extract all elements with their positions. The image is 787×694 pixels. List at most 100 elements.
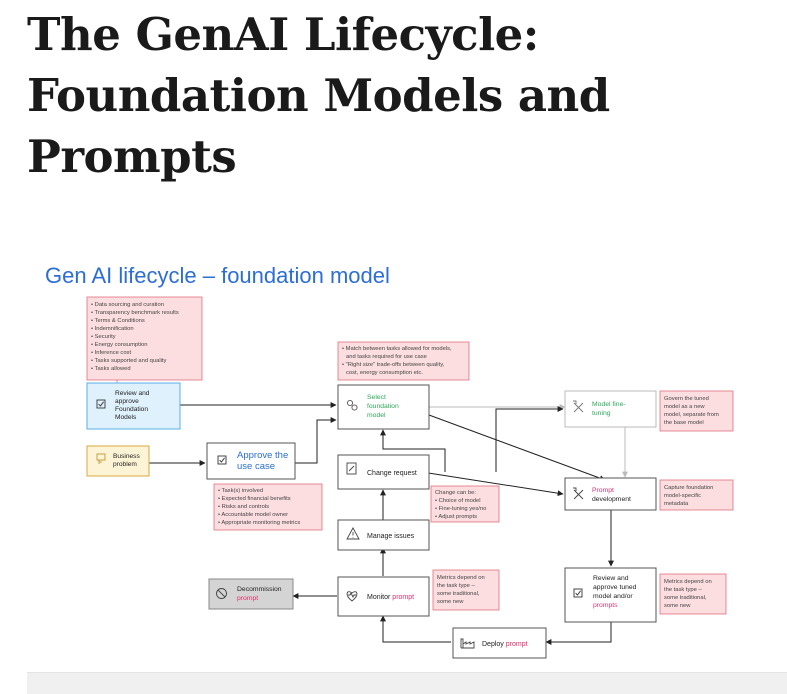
note-use-case-criteria: • Task(s) involved • Expected financial … — [213, 483, 323, 531]
svg-text:• Accountable model owner: • Accountable model owner — [218, 512, 288, 518]
node-review-foundation-models: Review and approve Foundation Models — [86, 382, 181, 430]
note-line: Metrics depend on — [664, 579, 712, 585]
note-item: Tasks allowed — [95, 366, 131, 372]
note-item: and tasks required for use case — [346, 354, 427, 360]
node-label: problem — [113, 461, 137, 468]
genai-lifecycle-diagram: Gen AI lifecycle – foundation model • Da… — [45, 263, 734, 659]
note-line: model, separate from — [664, 412, 719, 418]
note-item: Terms & Conditions — [95, 318, 145, 324]
node-label: Foundation — [115, 406, 148, 413]
node-label: Monitor — [367, 594, 391, 601]
node-label: Manage issues — [367, 533, 415, 540]
note-line: Capture foundation — [664, 485, 713, 491]
note-line: some new — [437, 599, 464, 605]
note-capture-metadata: Capture foundation model-specific metada… — [659, 479, 734, 511]
svg-text:• Terms & Conditions: • Terms & Conditions — [91, 318, 145, 324]
svg-text:• Fine-tuning yes/no: • Fine-tuning yes/no — [435, 506, 486, 512]
note-item: cost, energy consumption etc. — [346, 370, 423, 376]
node-label: Review and — [593, 575, 629, 582]
link-icon — [346, 399, 358, 411]
svg-text:• Expected financial benefits: • Expected financial benefits — [218, 496, 291, 502]
page-title: The GenAI Lifecycle: Foundation Models a… — [27, 4, 767, 187]
factory-icon — [460, 638, 475, 649]
diagram-title: Gen AI lifecycle – foundation model — [45, 263, 390, 288]
note-change-can-be: Change can be: • Choice of model • Fine-… — [430, 485, 500, 523]
note-line: the task type – — [664, 587, 702, 593]
node-business-problem: Business problem — [86, 445, 150, 477]
node-manage-issues: Manage issues — [337, 519, 430, 551]
arrow-review-tuned-to-deploy — [545, 622, 612, 645]
svg-text:• Transparency benchmark resul: • Transparency benchmark results — [91, 310, 179, 316]
arrow-select-to-prompt-dev — [428, 414, 606, 481]
svg-text:• Adjust prompts: • Adjust prompts — [435, 514, 477, 520]
svg-text:• Risks and controls: • Risks and controls — [218, 504, 269, 510]
note-metrics-monitor: Metrics depend on the task type – some t… — [432, 569, 500, 611]
node-review-tuned-model: Review and approve tuned model and/or pr… — [564, 567, 657, 623]
note-item: Tasks supported and quality — [95, 358, 167, 364]
note-line: the base model — [664, 420, 704, 426]
tools-icon — [573, 487, 584, 500]
checkbox-icon — [96, 399, 106, 409]
node-monitor-prompt: Monitor prompt — [337, 576, 430, 617]
svg-text:• Inference cost: • Inference cost — [91, 350, 131, 356]
node-label: tuning — [592, 410, 611, 417]
note-item: Adjust prompts — [438, 514, 477, 520]
note-line: Govern the tuned — [664, 396, 709, 402]
note-item: Appropriate monitoring metrics — [221, 520, 300, 526]
node-prompt-development: Prompt development — [564, 477, 657, 511]
svg-text:• Security: • Security — [91, 334, 116, 340]
warning-icon — [346, 527, 360, 540]
lightbulb-person-icon — [96, 453, 106, 464]
note-line: some traditional, — [437, 591, 480, 597]
node-deploy-prompt: Deploy prompt — [452, 627, 547, 659]
page-title-line-1: The GenAI Lifecycle: — [27, 8, 539, 61]
svg-text:Deploy prompt: Deploy prompt — [482, 641, 528, 648]
note-metrics-review: Metrics depend on the task type – some t… — [659, 573, 727, 615]
arrow-deploy-to-monitor — [380, 615, 451, 643]
node-label: Approve the — [237, 450, 288, 461]
note-item: Accountable model owner — [221, 512, 288, 518]
note-item: Risks and controls — [222, 504, 269, 510]
note-line: some new — [664, 603, 691, 609]
node-label: Model fine- — [592, 401, 626, 408]
node-model-fine-tuning: Model fine- tuning — [564, 390, 657, 428]
note-heading: Change can be: — [435, 490, 476, 496]
node-select-foundation-model: Select foundation model — [337, 384, 430, 430]
note-line: the task type – — [437, 583, 475, 589]
note-line: metadata — [664, 501, 689, 507]
node-label-highlight: prompts — [593, 602, 618, 609]
svg-text:• "Right size" trade-offs betw: • "Right size" trade-offs between qualit… — [342, 362, 445, 368]
note-line: model as a new — [664, 404, 705, 410]
node-label: foundation — [367, 403, 399, 410]
svg-text:• Appropriate monitoring metri: • Appropriate monitoring metrics — [218, 520, 300, 526]
node-label: Select — [367, 394, 386, 401]
edit-document-icon — [346, 462, 357, 475]
note-item: Data sourcing and curation — [95, 302, 164, 308]
note-select-criteria: • Match between tasks allowed for models… — [337, 341, 470, 381]
node-label: use case — [237, 461, 275, 472]
svg-text:• Tasks supported and quality: • Tasks supported and quality — [91, 358, 167, 364]
note-item: "Right size" trade-offs between quality, — [346, 362, 445, 368]
note-item: Transparency benchmark results — [95, 310, 179, 316]
svg-text:Monitor prompt: Monitor prompt — [367, 594, 414, 601]
page-title-line-2: Foundation Models and — [27, 69, 610, 122]
svg-text:• Data sourcing and curation: • Data sourcing and curation — [91, 302, 164, 308]
svg-text:• Indemnification: • Indemnification — [91, 326, 134, 332]
arrow-change-to-prompt-dev — [421, 471, 564, 497]
svg-text:• Energy consumption: • Energy consumption — [91, 342, 148, 348]
note-item: Choice of model — [439, 498, 481, 504]
node-label: approve tuned — [593, 584, 637, 591]
node-label: approve — [115, 398, 139, 405]
node-label: Decommission — [237, 586, 282, 593]
note-line: some traditional, — [664, 595, 707, 601]
arrow-change-to-fine-tuning — [495, 406, 564, 472]
node-label: Deploy — [482, 641, 504, 648]
node-change-request: Change request — [337, 454, 430, 490]
note-line: Metrics depend on — [437, 575, 485, 581]
note-item: Security — [95, 334, 116, 340]
svg-text:• Match between tasks allowed: • Match between tasks allowed for models… — [342, 346, 452, 352]
svg-text:• Tasks allowed: • Tasks allowed — [91, 366, 131, 372]
node-label-highlight: prompt — [506, 641, 528, 648]
arrow-approve-to-select — [294, 417, 337, 464]
note-item: Energy consumption — [95, 342, 148, 348]
